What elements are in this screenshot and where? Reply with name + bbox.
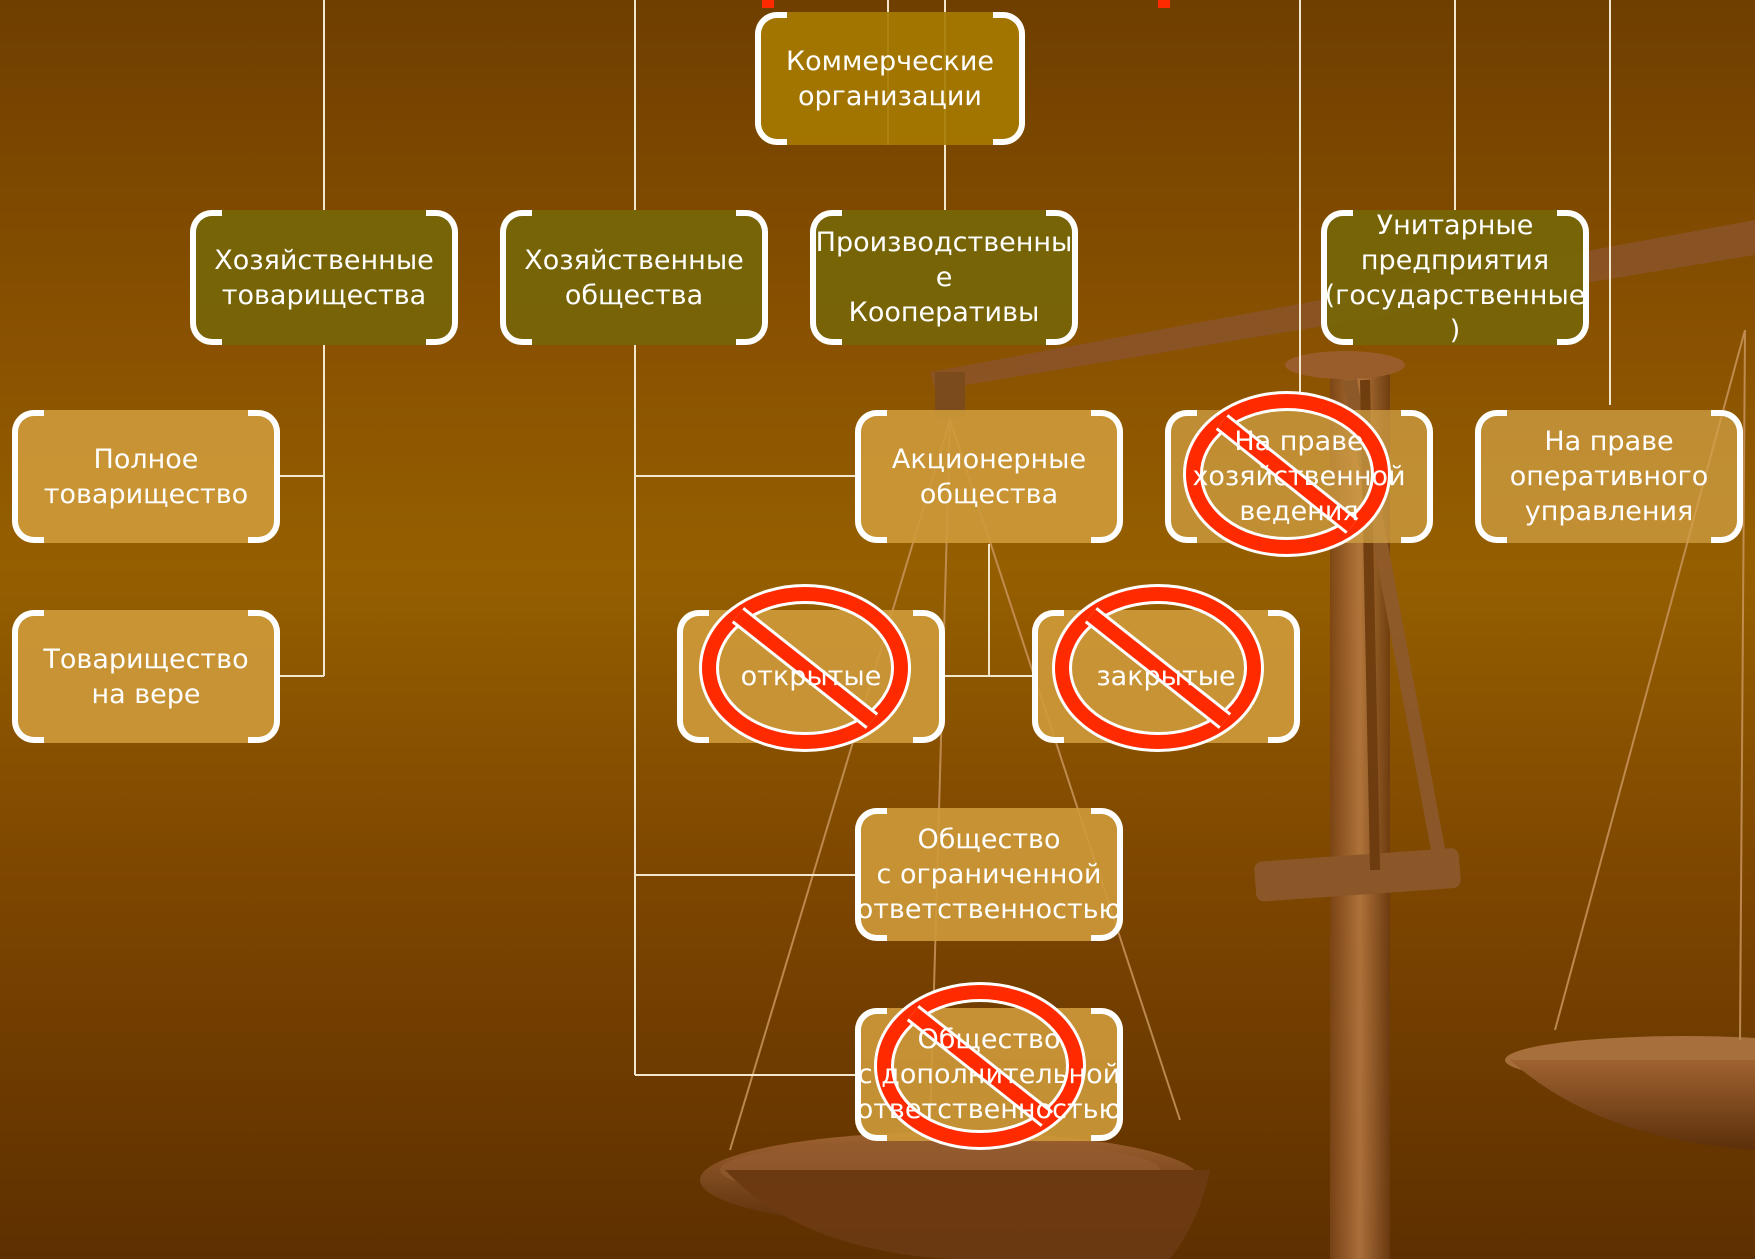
node-label: Унитарные предприятия (государственные ) (1324, 209, 1586, 346)
node-full-partnership: Полное товарищество (12, 410, 280, 543)
node-production-cooperatives: Производственны е Кооперативы (810, 210, 1078, 345)
node-label: На праве оперативного управления (1509, 426, 1709, 527)
node-llc: Общество с ограниченной ответственностью (855, 808, 1123, 941)
node-additional-liability-company: Общество с дополнительной ответственност… (855, 1008, 1123, 1141)
node-business-companies: Хозяйственные общества (500, 210, 768, 345)
ban-icon (874, 982, 1086, 1150)
ban-icon (699, 584, 911, 752)
ban-icon (1052, 584, 1264, 752)
node-limited-partnership: Товарищество на вере (12, 610, 280, 743)
node-operational-management: На праве оперативного управления (1475, 410, 1743, 543)
node-label: На праве хозяйственной ведения (1192, 426, 1406, 527)
node-label: Акционерные общества (891, 443, 1087, 510)
node-label: Коммерческие организации (785, 45, 995, 112)
node-label: Общество с ограниченной ответственностью (856, 824, 1122, 925)
node-unitary-enterprises: Унитарные предприятия (государственные ) (1321, 210, 1589, 346)
node-commercial-organizations: Коммерческие организации (755, 12, 1025, 145)
node-economic-management: На праве хозяйственной ведения (1165, 410, 1433, 543)
node-label: Хозяйственные товарищества (214, 244, 434, 311)
node-label: Производственны е Кооперативы (815, 227, 1073, 328)
node-business-partnerships: Хозяйственные товарищества (190, 210, 458, 345)
node-label: Хозяйственные общества (524, 244, 744, 311)
node-label: закрытые (1096, 661, 1236, 692)
node-joint-stock-companies: Акционерные общества (855, 410, 1123, 543)
title-fragment (762, 0, 1170, 8)
node-label: открытые (740, 661, 882, 692)
node-label: Товарищество на вере (43, 643, 249, 710)
node-label: Полное товарищество (43, 443, 249, 510)
ban-icon (1183, 391, 1391, 557)
node-label: Общество с дополнительной ответственност… (856, 1024, 1122, 1125)
